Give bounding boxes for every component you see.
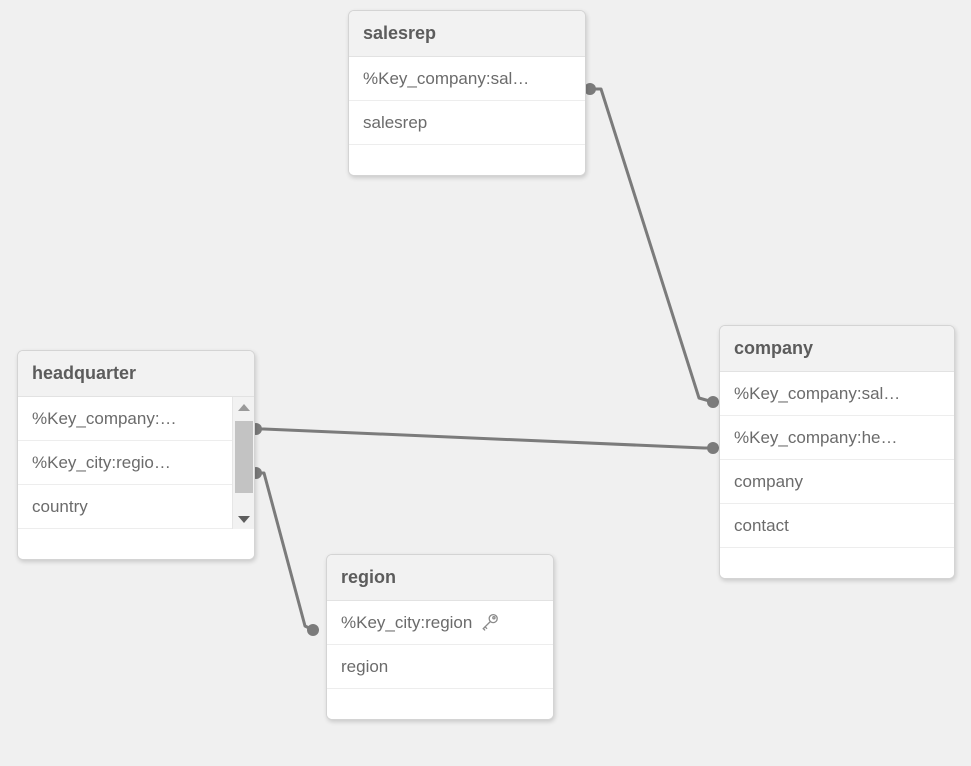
field-row[interactable]: %Key_company:sal… bbox=[720, 372, 954, 416]
link-endpoint-target bbox=[707, 396, 719, 408]
table-footer-spacer bbox=[720, 548, 954, 578]
link-salesrep-company bbox=[584, 83, 719, 408]
chevron-down-icon bbox=[237, 515, 250, 523]
field-row[interactable]: %Key_company:he… bbox=[720, 416, 954, 460]
field-label: contact bbox=[734, 515, 789, 535]
table-title: region bbox=[341, 567, 397, 587]
key-icon bbox=[480, 613, 499, 632]
field-list: %Key_company:… %Key_city:regio… country bbox=[18, 397, 254, 529]
field-label: %Key_company:… bbox=[32, 408, 177, 428]
field-row[interactable]: region bbox=[327, 645, 553, 689]
link-line bbox=[255, 471, 314, 632]
field-row[interactable]: %Key_company:sal… bbox=[349, 57, 585, 101]
link-line bbox=[255, 427, 713, 450]
field-row[interactable]: %Key_company:… bbox=[18, 397, 254, 441]
field-list: %Key_company:sal… salesrep bbox=[349, 57, 585, 145]
scroll-down-button[interactable] bbox=[233, 509, 255, 529]
vertical-scrollbar[interactable] bbox=[232, 397, 254, 529]
table-footer-spacer bbox=[327, 689, 553, 719]
field-row[interactable]: %Key_city:regio… bbox=[18, 441, 254, 485]
field-label: country bbox=[32, 496, 88, 516]
scroll-up-button[interactable] bbox=[233, 397, 255, 417]
field-list: %Key_city:region region bbox=[327, 601, 553, 689]
field-label: %Key_city:regio… bbox=[32, 452, 171, 472]
link-headquarter-region bbox=[250, 467, 319, 636]
table-title: headquarter bbox=[32, 363, 137, 383]
field-label: %Key_city:region bbox=[341, 612, 473, 632]
field-row[interactable]: company bbox=[720, 460, 954, 504]
link-endpoint-target bbox=[307, 624, 319, 636]
table-footer-spacer bbox=[349, 145, 585, 175]
field-label: region bbox=[341, 656, 389, 676]
table-header-region[interactable]: region bbox=[327, 555, 553, 601]
field-label: salesrep bbox=[363, 112, 428, 132]
field-label: %Key_company:he… bbox=[734, 427, 898, 447]
link-headquarter-company bbox=[250, 423, 719, 454]
table-footer-spacer bbox=[18, 529, 254, 559]
scrollbar-track[interactable] bbox=[233, 417, 255, 509]
table-headquarter[interactable]: headquarter %Key_company:… %Key_city:reg… bbox=[17, 350, 255, 560]
field-row[interactable]: salesrep bbox=[349, 101, 585, 145]
chevron-up-icon bbox=[237, 403, 250, 411]
field-label: %Key_company:sal… bbox=[363, 68, 530, 88]
link-endpoint-target bbox=[707, 442, 719, 454]
link-line bbox=[589, 87, 714, 404]
table-salesrep[interactable]: salesrep %Key_company:sal… salesrep bbox=[348, 10, 586, 176]
field-row[interactable]: contact bbox=[720, 504, 954, 548]
field-list: %Key_company:sal… %Key_company:he… compa… bbox=[720, 372, 954, 548]
table-title: salesrep bbox=[363, 23, 437, 43]
table-header-headquarter[interactable]: headquarter bbox=[18, 351, 254, 397]
field-row[interactable]: %Key_city:region bbox=[327, 601, 553, 645]
table-title: company bbox=[734, 338, 814, 358]
table-region[interactable]: region %Key_city:region bbox=[326, 554, 554, 720]
field-label: company bbox=[734, 471, 803, 491]
field-row[interactable]: country bbox=[18, 485, 254, 529]
field-label: %Key_company:sal… bbox=[734, 383, 901, 403]
table-header-salesrep[interactable]: salesrep bbox=[349, 11, 585, 57]
table-company[interactable]: company %Key_company:sal… %Key_company:h… bbox=[719, 325, 955, 579]
table-header-company[interactable]: company bbox=[720, 326, 954, 372]
scrollbar-thumb[interactable] bbox=[234, 421, 253, 493]
